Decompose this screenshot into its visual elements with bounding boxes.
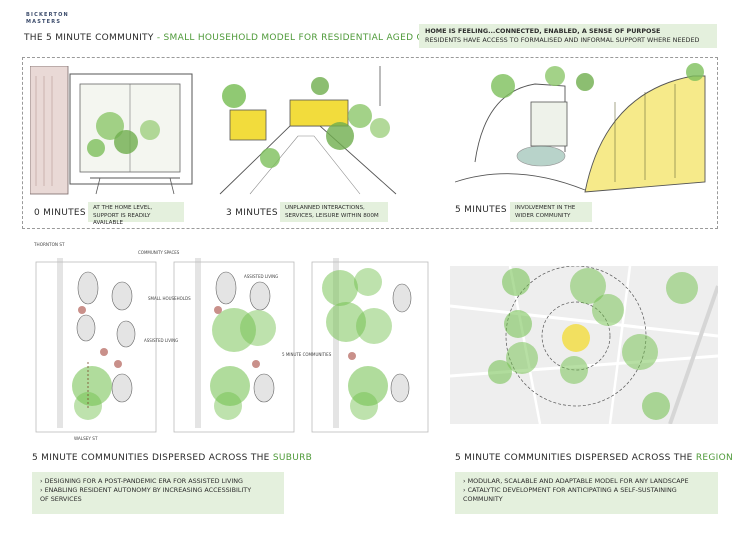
label-small-households: SMALL HOUSEHOLDS bbox=[148, 296, 191, 301]
title-main: THE 5 MINUTE COMMUNITY bbox=[24, 33, 154, 43]
region-title-green: REGION bbox=[695, 453, 734, 463]
suburb-title-main: 5 MINUTE COMMUNITIES DISPERSED ACROSS TH… bbox=[32, 453, 270, 463]
region-bullet-2-cont: COMMUNITY bbox=[463, 494, 503, 503]
scene-0-sketch bbox=[30, 66, 193, 195]
scene-3-desc: UNPLANNED INTERACTIONS, SERVICES, LEISUR… bbox=[280, 202, 388, 222]
suburb-bullet-2-cont: OF SERVICES bbox=[40, 494, 82, 503]
label-street-top: THORNTON ST bbox=[33, 242, 65, 247]
logo-line-2: MASTERS bbox=[26, 19, 62, 25]
region-title-main: 5 MINUTE COMMUNITIES DISPERSED ACROSS TH… bbox=[455, 453, 693, 463]
scene-0-desc: AT THE HOME LEVEL, SUPPORT IS READILY AV… bbox=[88, 202, 184, 226]
company-logo: BICKERTON MASTERS bbox=[26, 12, 69, 26]
suburb-plans-diagram: THORNTON ST WALSEY ST COMMUNITY SPACES A… bbox=[33, 242, 429, 441]
plan-1 bbox=[35, 258, 157, 433]
scenes-frame bbox=[22, 57, 718, 229]
suburb-bullet-1: › DESIGNING FOR A POST-PANDEMIC ERA FOR … bbox=[40, 477, 244, 485]
suburb-title-green: SUBURB bbox=[272, 453, 313, 463]
title-sub: - SMALL HOUSEHOLD MODEL FOR RESIDENTIAL … bbox=[156, 33, 443, 43]
scene-3-minutes: 3 MINUTES bbox=[226, 208, 278, 218]
suburb-bullet-2: › ENABLING RESIDENT AUTONOMY BY INCREASI… bbox=[40, 485, 252, 494]
plan-3 bbox=[311, 258, 429, 433]
plan-2 bbox=[173, 258, 295, 433]
header-statement-box: HOME IS FEELING...CONNECTED, ENABLED, A … bbox=[419, 24, 717, 48]
logo-line-1: BICKERTON bbox=[26, 12, 69, 18]
label-street-bottom: WALSEY ST bbox=[74, 436, 98, 441]
scene-5-minutes: 5 MINUTES bbox=[455, 205, 507, 215]
scene-0-minutes: 0 MINUTES bbox=[34, 208, 86, 218]
suburb-bullets-box: › DESIGNING FOR A POST-PANDEMIC ERA FOR … bbox=[32, 472, 284, 514]
scene-3-sketch bbox=[219, 66, 397, 195]
label-assisted-living-top: ASSISTED LIVING bbox=[244, 274, 278, 279]
suburb-section-title: 5 MINUTE COMMUNITIES DISPERSED ACROSS TH… bbox=[32, 453, 312, 463]
label-community-spaces: COMMUNITY SPACES bbox=[138, 250, 180, 255]
label-five-minute-communities: 5 MINUTE COMMUNITIES bbox=[282, 352, 332, 357]
scene-5-desc: INVOLVEMENT IN THE WIDER COMMUNITY bbox=[510, 202, 592, 222]
header-line-1: HOME IS FEELING...CONNECTED, ENABLED, A … bbox=[425, 27, 661, 35]
region-section-title: 5 MINUTE COMMUNITIES DISPERSED ACROSS TH… bbox=[455, 453, 733, 463]
label-assisted-living-mid: ASSISTED LIVING bbox=[144, 338, 178, 343]
region-bullets-box: › MODULAR, SCALABLE AND ADAPTABLE MODEL … bbox=[455, 472, 718, 514]
header-line-2: RESIDENTS HAVE ACCESS TO FORMALISED AND … bbox=[425, 35, 700, 44]
region-map bbox=[450, 266, 718, 424]
page-title: THE 5 MINUTE COMMUNITY - SMALL HOUSEHOLD… bbox=[24, 33, 442, 43]
region-bullet-1: › MODULAR, SCALABLE AND ADAPTABLE MODEL … bbox=[463, 477, 689, 485]
scene-5-sketch bbox=[455, 63, 706, 193]
region-bullet-2: › CATALYTIC DEVELOPMENT FOR ANTICIPATING… bbox=[463, 485, 677, 494]
